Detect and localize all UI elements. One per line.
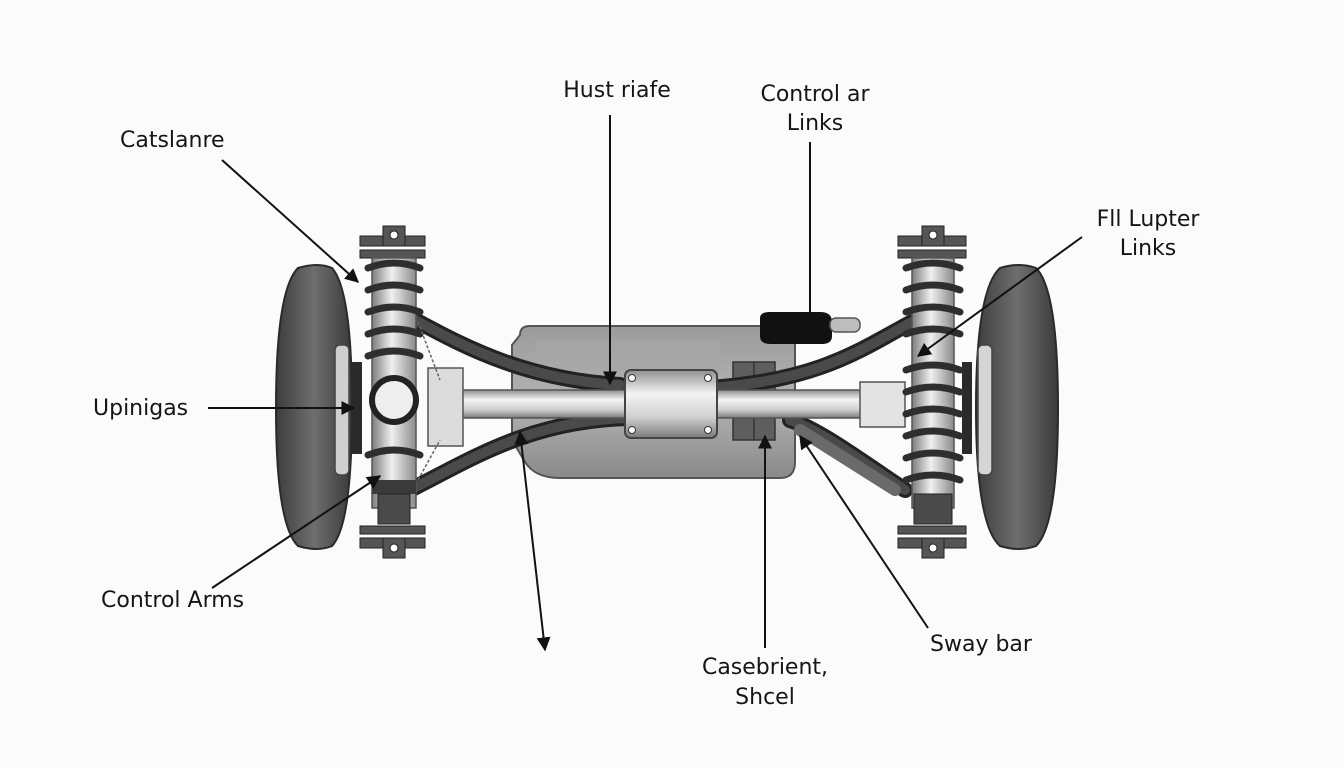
leader-lines bbox=[208, 115, 1083, 652]
label-control-ar-links-line2: Links bbox=[786, 111, 844, 136]
leader-catslanre bbox=[221, 159, 360, 283]
label-fll-lupter-line2: Links bbox=[1119, 236, 1177, 261]
control-arms bbox=[402, 312, 920, 498]
axle-shaft bbox=[427, 367, 906, 447]
label-fll-lupter-line1: Fll Lupter bbox=[1096, 207, 1200, 232]
leader-unlabeled-down bbox=[514, 430, 551, 652]
left-coilover bbox=[359, 225, 441, 559]
leader-control-arms bbox=[211, 475, 382, 589]
right-wheel bbox=[962, 264, 1060, 550]
label-upinigas: Upinigas bbox=[93, 396, 189, 421]
label-catslanre: Catslanre bbox=[120, 128, 225, 153]
label-sway-bar: Sway bar bbox=[930, 632, 1032, 657]
leader-sway-bar bbox=[799, 434, 929, 629]
label-control-ar-links-line1: Control ar bbox=[760, 82, 870, 107]
label-hust-riafe: Hust riafe bbox=[563, 78, 671, 103]
leader-fll-lupter-links bbox=[916, 236, 1083, 357]
right-coilover bbox=[897, 225, 967, 559]
label-casebrient-line2: Shcel bbox=[735, 685, 795, 710]
label-control-arms: Control Arms bbox=[101, 588, 245, 613]
label-casebrient-line1: Casebrient, bbox=[701, 655, 829, 680]
